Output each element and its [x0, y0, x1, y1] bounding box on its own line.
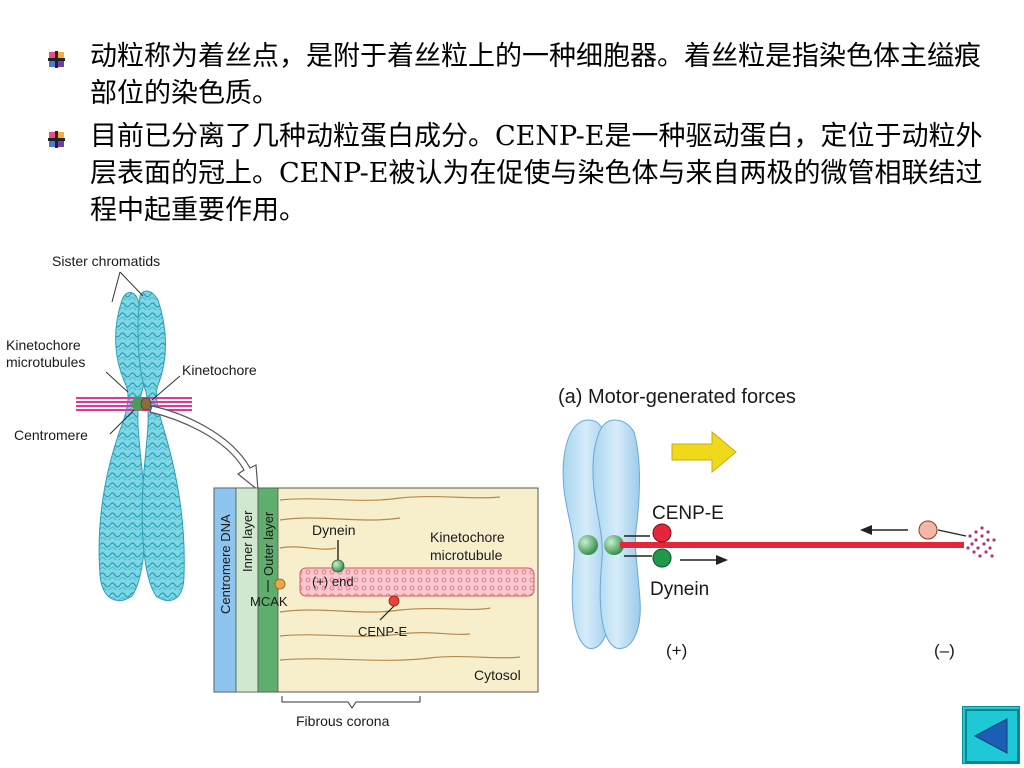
label-kinetochore-microtubules-2: microtubules	[6, 354, 85, 370]
label-kinetochore-microtubules-1: Kinetochore	[6, 337, 81, 353]
bullet-item-2: 目前已分离了几种动粒蛋白成分。CENP-E是一种驱动蛋白，定位于动粒外层表面的冠…	[44, 118, 994, 229]
motor-panel-title: (a) Motor-generated forces	[558, 386, 796, 408]
centrosome-dots	[966, 526, 996, 558]
fibrous-corona-bracket	[281, 696, 421, 709]
minus-end-motor-ball	[918, 520, 938, 540]
motor-kinetochore-left	[578, 535, 598, 555]
label-inner-layer: Inner layer	[240, 510, 255, 572]
dynein-arrow	[680, 555, 728, 565]
chromosome	[76, 290, 192, 601]
triangle-left-icon	[965, 709, 1019, 763]
label-cytosol: Cytosol	[474, 667, 521, 683]
label-centromere-dna: Centromere DNA	[218, 514, 233, 614]
label-dynein-detail: Dynein	[312, 522, 356, 538]
motor-label-cenp-e: CENP-E	[652, 503, 724, 524]
motor-chromatid-right	[592, 419, 641, 649]
label-sister-chromatids: Sister chromatids	[52, 253, 160, 269]
label-kinetochore: Kinetochore	[182, 362, 257, 378]
mcak-ball	[274, 578, 286, 590]
dynein-ball	[331, 559, 345, 573]
kinetochore-detail: Centromere DNA Inner layer Outer layer D…	[213, 487, 539, 729]
label-mcak: MCAK	[250, 594, 288, 609]
label-plus-end: (+) end	[312, 574, 354, 589]
fibrous-fibers	[279, 495, 521, 661]
motor-forces-panel: (a) Motor-generated forces	[558, 386, 996, 660]
motor-cenp-e-ball	[652, 523, 672, 543]
motor-kinetochore-right	[604, 535, 624, 555]
bullet-icon	[48, 51, 65, 68]
back-button[interactable]	[962, 706, 1020, 764]
label-fibrous-corona: Fibrous corona	[296, 713, 390, 729]
label-kinetochore-microtubule-2: microtubule	[430, 547, 503, 563]
motor-dynein-ball	[652, 548, 672, 568]
label-centromere: Centromere	[14, 427, 88, 443]
motor-label-dynein: Dynein	[650, 579, 709, 600]
bullet-list: 动粒称为着丝点，是附于着丝粒上的一种细胞器。着丝粒是指染色体主缢痕部位的染色质。…	[44, 38, 994, 235]
zoom-arrow	[149, 405, 259, 492]
minus-end-arrow	[860, 525, 908, 535]
bullet-text-2: 目前已分离了几种动粒蛋白成分。CENP-E是一种驱动蛋白，定位于动粒外层表面的冠…	[90, 121, 983, 226]
motor-label-plus: (+)	[666, 641, 687, 660]
bullet-text-1: 动粒称为着丝点，是附于着丝粒上的一种细胞器。着丝粒是指染色体主缢痕部位的染色质。	[90, 41, 981, 109]
chromosome-leaders	[105, 271, 181, 435]
label-outer-layer: Outer layer	[261, 511, 276, 576]
motor-label-minus: (–)	[934, 641, 955, 660]
label-cenp-e-detail: CENP-E	[358, 624, 407, 639]
cenp-e-ball	[388, 595, 400, 607]
sister-chromatid-right	[137, 290, 185, 601]
yellow-direction-arrow	[671, 430, 737, 474]
label-kinetochore-microtubule-1: Kinetochore	[430, 529, 505, 545]
kinetochore-microtubule	[299, 567, 535, 597]
centromere-left	[132, 397, 144, 411]
bullet-icon	[48, 131, 65, 148]
motor-microtubule	[620, 542, 964, 548]
bullet-item-1: 动粒称为着丝点，是附于着丝粒上的一种细胞器。着丝粒是指染色体主缢痕部位的染色质。	[44, 38, 994, 112]
kinetochore-dot	[140, 397, 152, 411]
